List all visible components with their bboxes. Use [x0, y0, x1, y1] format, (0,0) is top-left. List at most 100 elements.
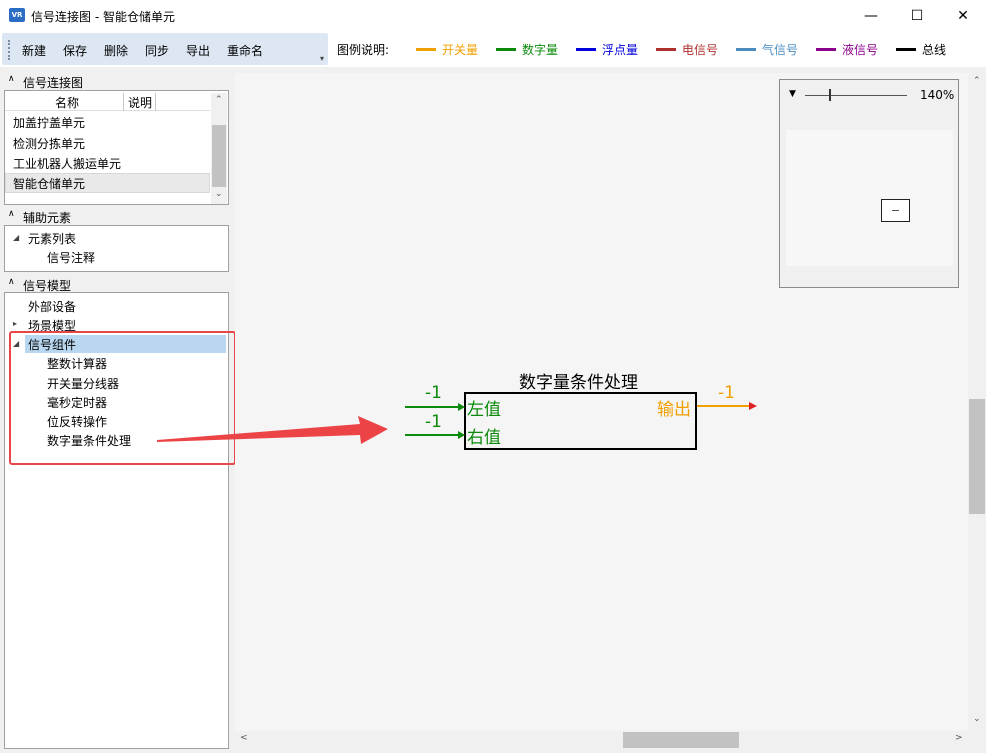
scroll-right-icon[interactable]: > — [955, 733, 963, 743]
legend-swatch — [896, 48, 916, 51]
tree-item[interactable]: 外部设备 — [28, 300, 77, 314]
canvas-vertical-scrollbar[interactable]: ⌃ ⌄ — [968, 73, 986, 731]
scrollbar-thumb[interactable] — [623, 732, 739, 748]
legend-label: 浮点量 — [602, 43, 639, 57]
minimize-button[interactable]: — — [864, 7, 878, 24]
legend-item-float: 浮点量 — [576, 41, 638, 58]
tree-item-selected[interactable]: 信号组件 — [28, 338, 77, 352]
section-header-signal-model[interactable]: ∧ 信号模型 — [0, 275, 233, 293]
tree-item[interactable]: 元素列表 — [28, 232, 77, 246]
tree-item[interactable]: 数字量条件处理 — [47, 434, 132, 448]
column-header-desc[interactable]: 说明 — [128, 96, 153, 110]
signal-block[interactable]: 左值 右值 输出 — [464, 392, 697, 450]
tree-item[interactable]: 场景模型 — [28, 319, 77, 333]
zoom-slider-handle[interactable] — [829, 89, 831, 101]
legend-label: 总线 — [922, 43, 947, 57]
aux-tree-box — [4, 225, 229, 272]
section-title: 信号连接图 — [23, 76, 84, 90]
zoom-level: 140% — [920, 88, 955, 102]
chevron-up-icon[interactable]: ∧ — [8, 74, 15, 84]
list-item-selected-bg — [5, 173, 210, 193]
toolbar: 新建 保存 删除 同步 导出 重命名 ▾ 图例说明: 开关量 数字量 浮点量 电… — [0, 31, 986, 67]
section-header-signal-diagram[interactable]: ∧ 信号连接图 — [0, 72, 233, 90]
legend-title: 图例说明: — [337, 43, 390, 57]
input-pin-right-label[interactable]: 右值 — [467, 428, 501, 448]
toolbar-grip[interactable] — [8, 40, 11, 60]
tree-item[interactable]: 整数计算器 — [47, 357, 108, 371]
legend-label: 气信号 — [762, 43, 799, 57]
dropdown-arrow-icon[interactable]: ▼ — [789, 89, 796, 99]
expand-caret-icon[interactable]: ◢ — [13, 233, 20, 242]
scroll-down-icon[interactable]: ⌄ — [973, 714, 981, 724]
list-item[interactable]: 加盖拧盖单元 — [13, 116, 86, 130]
zoom-slider[interactable] — [805, 95, 907, 96]
save-button[interactable]: 保存 — [63, 44, 88, 58]
tree-item[interactable]: 开关量分线器 — [47, 377, 120, 391]
legend-label: 液信号 — [842, 43, 879, 57]
legend-swatch — [576, 48, 596, 51]
minimap-viewport[interactable] — [786, 130, 953, 266]
legend-label: 开关量 — [442, 43, 479, 57]
scroll-up-icon[interactable]: ⌃ — [215, 95, 223, 105]
input-value-1: -1 — [425, 383, 442, 403]
app-logo-icon: VR — [9, 8, 25, 22]
toolbar-button-strip: 新建 保存 删除 同步 导出 重命名 ▾ — [2, 33, 328, 65]
tree-item-selected-bg — [25, 335, 226, 353]
column-divider[interactable] — [123, 93, 124, 111]
scroll-down-icon[interactable]: ⌄ — [215, 189, 223, 199]
legend-label: 数字量 — [522, 43, 559, 57]
column-header-name[interactable]: 名称 — [55, 96, 80, 110]
maximize-button[interactable]: ☐ — [910, 7, 924, 24]
rename-button[interactable]: 重命名 — [227, 44, 264, 58]
export-button[interactable]: 导出 — [186, 44, 211, 58]
legend-item-digital: 数字量 — [496, 41, 558, 58]
legend-item-hydraulic: 液信号 — [816, 41, 878, 58]
model-tree-box — [4, 292, 229, 749]
legend-item-pneumatic: 气信号 — [736, 41, 798, 58]
title-bar: VR 信号连接图 - 智能仓储单元 — ☐ ✕ — [0, 0, 986, 31]
legend-swatch — [736, 48, 756, 51]
tree-item[interactable]: 信号注释 — [47, 251, 96, 265]
legend-item-switch: 开关量 — [416, 41, 478, 58]
tree-item[interactable]: 毫秒定时器 — [47, 396, 108, 410]
minimap-block-mark — [892, 210, 899, 211]
window-title: 信号连接图 - 智能仓储单元 — [31, 10, 175, 24]
minimap-panel[interactable]: ▼ 140% — [779, 79, 959, 288]
output-pin-label[interactable]: 输出 — [657, 400, 691, 420]
legend-swatch — [656, 48, 676, 51]
scroll-left-icon[interactable]: < — [240, 733, 248, 743]
toolbar-overflow-icon[interactable]: ▾ — [320, 54, 325, 63]
legend-label: 电信号 — [682, 43, 719, 57]
list-scrollbar[interactable]: ⌃ ⌄ — [211, 93, 227, 204]
scrollbar-thumb[interactable] — [969, 399, 985, 514]
sync-button[interactable]: 同步 — [145, 44, 170, 58]
collapse-caret-icon[interactable]: ▸ — [13, 319, 18, 328]
canvas-horizontal-scrollbar[interactable]: < > — [235, 731, 968, 749]
legend-swatch — [816, 48, 836, 51]
delete-button[interactable]: 删除 — [104, 44, 129, 58]
legend-swatch — [496, 48, 516, 51]
chevron-up-icon[interactable]: ∧ — [8, 209, 15, 219]
input-value-2: -1 — [425, 412, 442, 432]
chevron-up-icon[interactable]: ∧ — [8, 277, 15, 287]
section-title: 辅助元素 — [23, 211, 72, 225]
list-item[interactable]: 智能仓储单元 — [13, 177, 86, 191]
input-pin-left-label[interactable]: 左值 — [467, 400, 501, 420]
legend-item-bus: 总线 — [896, 41, 946, 58]
list-item[interactable]: 工业机器人搬运单元 — [13, 157, 122, 171]
section-header-aux-elements[interactable]: ∧ 辅助元素 — [0, 207, 233, 225]
section-title: 信号模型 — [23, 279, 72, 293]
diagram-list-header: 名称 说明 — [5, 93, 210, 111]
list-item[interactable]: 检测分拣单元 — [13, 137, 86, 151]
close-button[interactable]: ✕ — [957, 7, 969, 24]
annotation-arrow-shape — [157, 416, 388, 444]
tree-item[interactable]: 位反转操作 — [47, 415, 108, 429]
scroll-up-icon[interactable]: ⌃ — [973, 76, 981, 86]
minimap-block — [881, 199, 910, 222]
new-button[interactable]: 新建 — [22, 44, 47, 58]
column-divider[interactable] — [155, 93, 156, 111]
scrollbar-thumb[interactable] — [212, 125, 226, 187]
block-title: 数字量条件处理 — [519, 373, 638, 393]
expand-caret-icon[interactable]: ◢ — [13, 339, 20, 348]
